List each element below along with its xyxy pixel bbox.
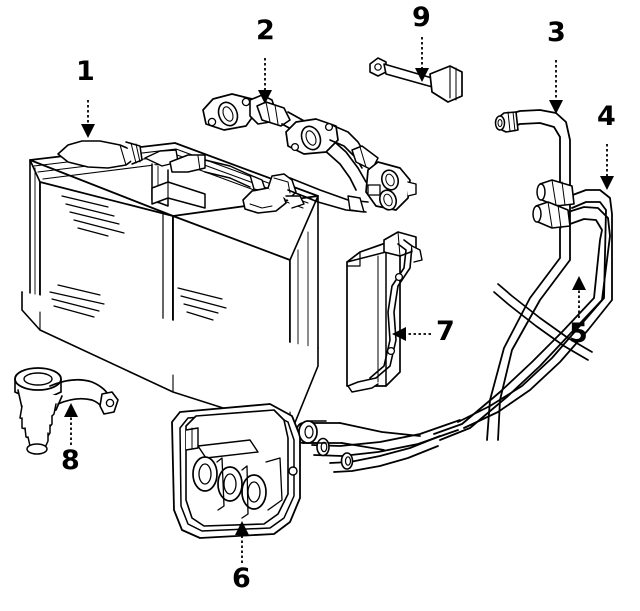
- callout-label-9[interactable]: 9: [412, 2, 431, 33]
- part-valve-housing-cover[interactable]: [171, 403, 301, 539]
- callout-label-1[interactable]: 1: [76, 56, 95, 87]
- part-coolant-pipe-manifold[interactable]: [202, 93, 417, 213]
- callout-label-4[interactable]: 4: [597, 101, 616, 132]
- callout-arrowheads: [64, 68, 614, 535]
- callout-leaders: [70, 37, 608, 563]
- part-heater-core[interactable]: [21, 140, 319, 431]
- part-loose-ring-fitting: [298, 420, 327, 444]
- callout-label-7[interactable]: 7: [436, 316, 455, 347]
- part-coolant-pipe-lower[interactable]: [433, 201, 611, 441]
- part-filler-neck-elbow[interactable]: [14, 367, 119, 455]
- callout-label-5[interactable]: 5: [569, 318, 588, 349]
- callout-label-6[interactable]: 6: [232, 563, 251, 594]
- part-coolant-pipe-middle[interactable]: [457, 179, 613, 429]
- callout-label-8[interactable]: 8: [61, 445, 80, 476]
- part-mounting-bracket[interactable]: [346, 231, 423, 393]
- part-retaining-clamp-rod[interactable]: [369, 57, 463, 103]
- callout-label-2[interactable]: 2: [256, 15, 275, 46]
- part-coolant-pipe-bundle[interactable]: [295, 109, 613, 473]
- callout-label-3[interactable]: 3: [547, 17, 566, 48]
